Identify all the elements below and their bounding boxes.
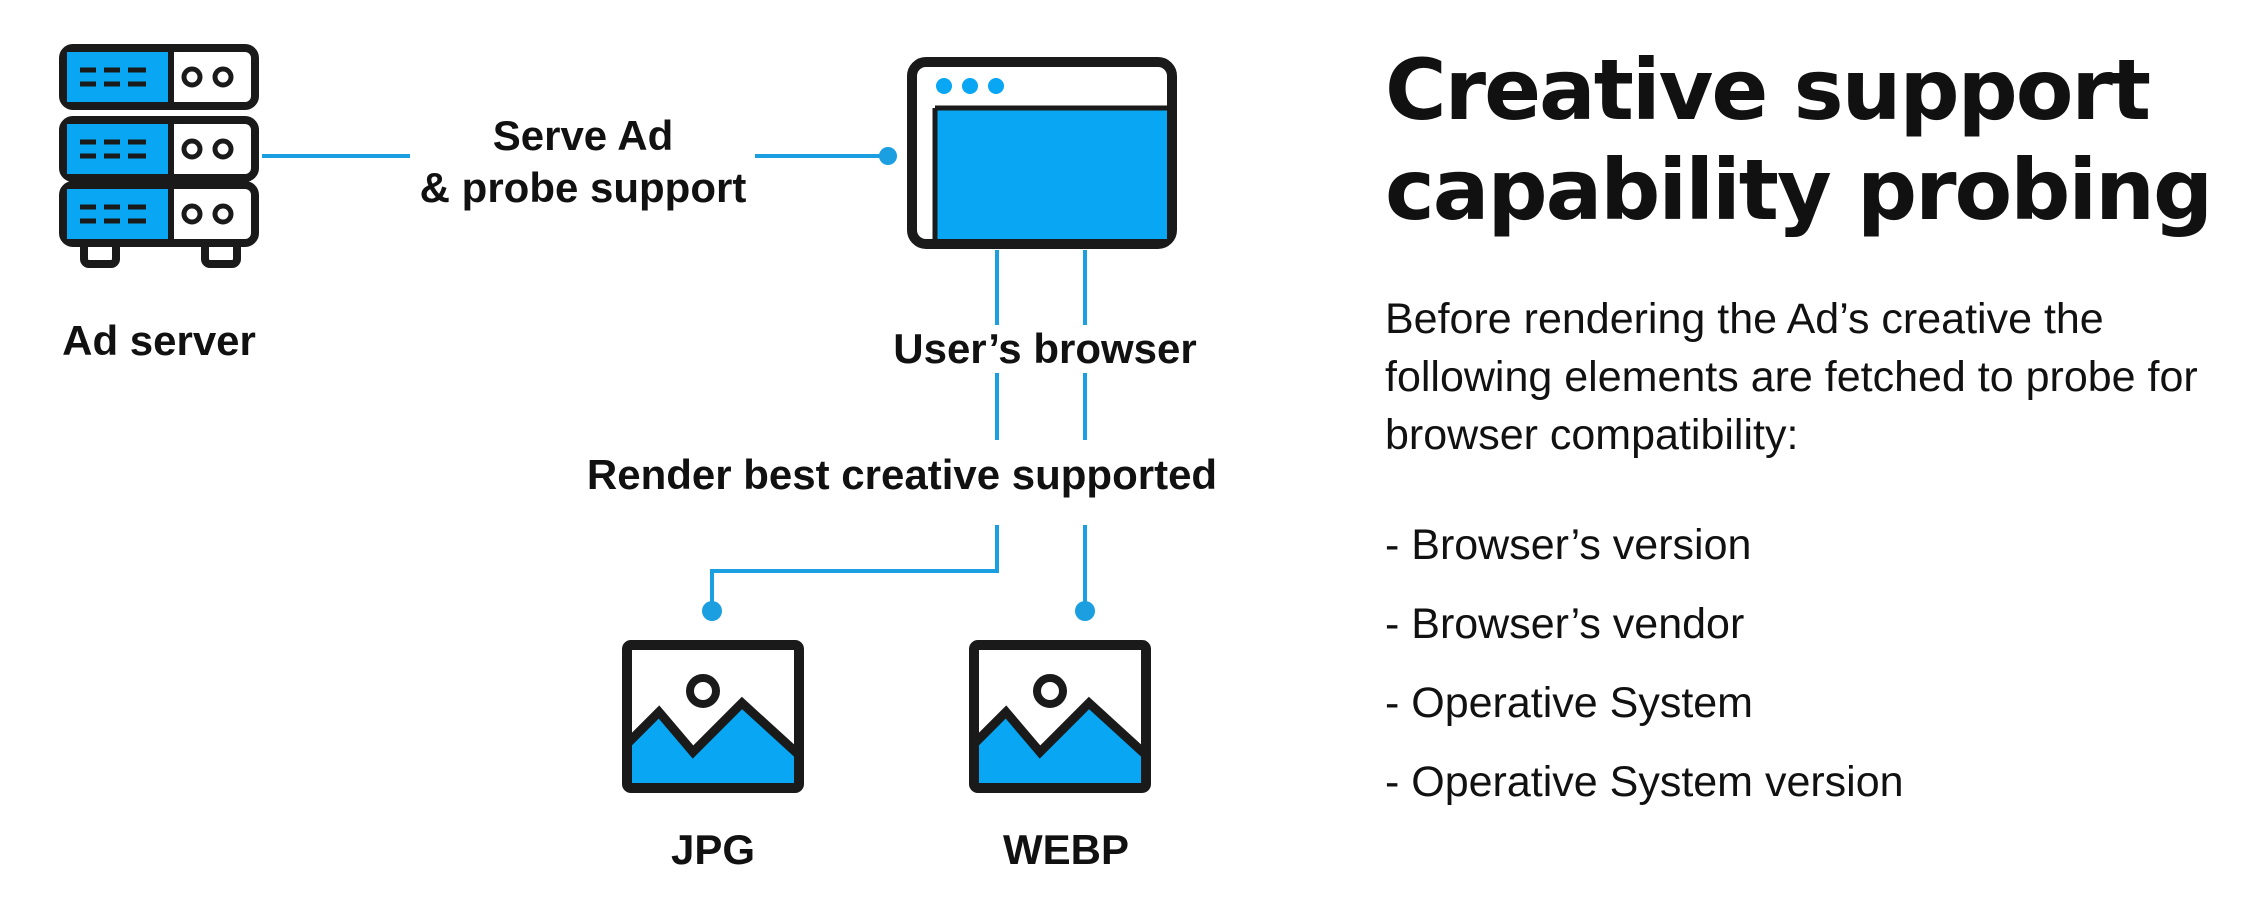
intro-line: following elements are fetched to probe … [1385,353,2198,401]
connector-render [710,250,1087,610]
capability-probing-diagram: Ad server Serve Ad & probe support User’… [59,44,1217,873]
ad-server-label: Ad server [62,317,256,364]
webp-image-icon [969,640,1151,793]
description-panel: Creative support capability probing Befo… [1385,40,2245,836]
render-best-creative-label: Render best creative supported [587,451,1217,498]
connector-end-dot [702,601,722,621]
intro-paragraph: Before rendering the Ad’s creative the f… [1385,290,2245,464]
jpg-label: JPG [671,826,755,873]
list-item-operative-system: - Operative System [1385,679,1753,727]
page-title-line-2: capability probing [1385,141,2213,239]
probe-support-label: & probe support [420,164,747,211]
webp-label: WEBP [1003,826,1129,873]
users-browser-label: User’s browser [893,325,1196,372]
probe-elements-list: - Browser’s version - Browser’s vendor -… [1385,520,2245,836]
page-title-line-1: Creative support [1385,41,2151,139]
server-icon [59,44,259,268]
browser-window-icon [907,57,1177,249]
connector-end-dot [1075,601,1095,621]
serve-ad-label: Serve Ad [493,112,674,159]
intro-line: browser compatibility: [1385,411,1799,459]
list-item-browser-version: - Browser’s version [1385,521,1752,569]
connector-end-dot [879,147,897,165]
intro-line: Before rendering the Ad’s creative the [1385,295,2104,343]
jpg-image-icon [622,640,804,793]
list-item-operative-system-version: - Operative System version [1385,758,1904,806]
list-item-browser-vendor: - Browser’s vendor [1385,600,1745,648]
